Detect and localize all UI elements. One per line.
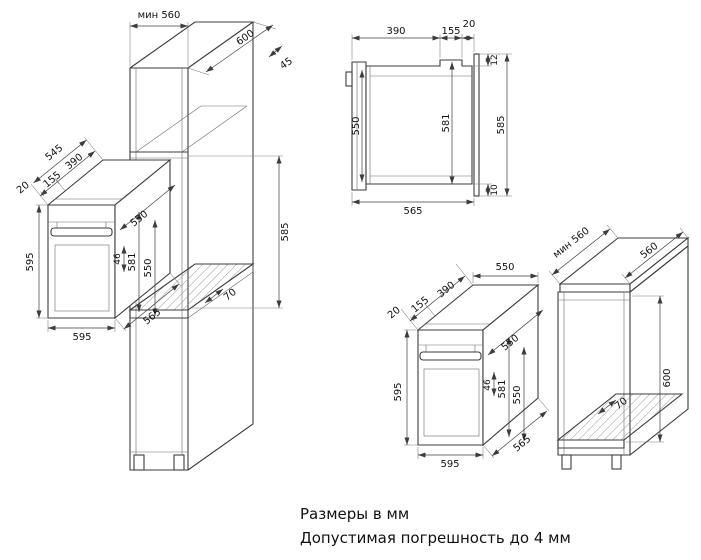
dim-label-565-sv: 565 — [403, 206, 422, 217]
dim-line-min560-bc — [551, 228, 611, 276]
dim-label-155-sv: 155 — [441, 26, 460, 37]
dim-label-595-bc: 595 — [393, 382, 404, 401]
dim-line-45 — [268, 45, 283, 58]
dim-label-581-bc: 581 — [497, 379, 508, 398]
caption-units: Размеры в мм — [300, 505, 409, 523]
oven-side-view-diagram: 390 155 20 12 550 581 585 10 565 — [345, 19, 512, 217]
tall-cabinet-side-face — [187, 22, 254, 471]
dim-label-bottom565-bc: 565 — [512, 434, 534, 455]
dim-label-min-width: мин 560 — [138, 10, 181, 21]
dim-label-70: 70 — [222, 287, 239, 304]
oven3-handle — [419, 351, 482, 361]
oven2-body-inner-lines — [369, 66, 472, 184]
dim-line-bottom565-bc — [491, 410, 548, 457]
dim-label-45: 45 — [278, 56, 295, 72]
dim-label-550v: 550 — [143, 258, 154, 277]
oven1-door-window — [54, 244, 110, 312]
dim-label-550v-bc: 550 — [512, 385, 523, 404]
dim-label-10-sv: 10 — [490, 184, 500, 196]
tall-cabinet-top-face — [129, 21, 255, 69]
oven2-handle-profile — [345, 71, 353, 87]
dim-label-155: 155 — [42, 170, 64, 191]
oven3-panel-seam — [418, 344, 483, 352]
oven1-handle — [50, 227, 113, 237]
dim-label-12-sv: 12 — [490, 54, 500, 65]
base-shelf-front-strip — [557, 440, 625, 449]
dim-label-581: 581 — [127, 252, 138, 271]
caption-tolerance: Допустимая погрешность до 4 мм — [300, 529, 571, 547]
dim-line-70-bc — [597, 399, 617, 415]
dim-line-560-bc — [624, 231, 684, 279]
tall-cabinet-foot-right — [173, 454, 185, 471]
dim-label-20: 20 — [15, 180, 32, 197]
dim-label-390-bc: 390 — [436, 280, 458, 301]
dim-label-bottom595-bc: 595 — [440, 459, 459, 470]
caption-block: Размеры в мм Допустимая погрешность до 4… — [300, 505, 571, 547]
dim-line-chain-bc — [409, 275, 466, 322]
oven2-mounting-flange — [473, 53, 480, 197]
dim-label-585-sv: 585 — [496, 115, 507, 134]
oven3-front-face — [417, 329, 484, 446]
dim-label-390: 390 — [64, 152, 86, 173]
oven2-body — [365, 59, 473, 185]
dim-label-550-sv: 550 — [351, 116, 362, 135]
dim-line-depth600 — [205, 24, 274, 73]
base-shelf-hatched — [556, 393, 684, 441]
tall-cabinet-foot-left — [133, 454, 145, 471]
dim-label-front-height: 595 — [25, 252, 36, 271]
oven3-door-window — [423, 368, 480, 437]
dim-line-top550 — [119, 184, 176, 231]
dim-label-min560-bc: мин 560 — [551, 226, 592, 261]
dim-label-600-bc: 600 — [662, 368, 673, 387]
tall-cabinet-diagram: мин 560 600 45 545 155 390 20 595 550 46… — [15, 10, 295, 471]
dim-label-bottom595: 595 — [72, 332, 91, 343]
dim-label-390-sv: 390 — [386, 26, 405, 37]
dim-label-20-sv: 20 — [463, 19, 476, 30]
dim-line-face550-bc — [487, 309, 544, 356]
dim-line-bottom565 — [123, 283, 180, 330]
dim-label-20-bc: 20 — [386, 305, 403, 322]
dim-label-585: 585 — [280, 222, 291, 241]
dim-line-70 — [204, 288, 224, 304]
countertop-front-strip — [559, 283, 631, 293]
dim-line-545 — [33, 139, 87, 184]
dim-label-46-bc: 46 — [483, 379, 493, 391]
niche-ceiling-depth-lines — [130, 105, 248, 159]
base-cabinet-foot-right — [611, 454, 622, 470]
dim-label-46: 46 — [113, 253, 123, 265]
dim-label-top550-bc: 550 — [495, 262, 514, 273]
oven1-panel-seam — [48, 221, 115, 228]
base-cabinet-diagram: мин 560 560 550 20 155 390 595 550 46 58… — [386, 224, 690, 470]
dim-label-581-sv: 581 — [441, 113, 452, 132]
base-cabinet-foot-left — [561, 454, 572, 470]
